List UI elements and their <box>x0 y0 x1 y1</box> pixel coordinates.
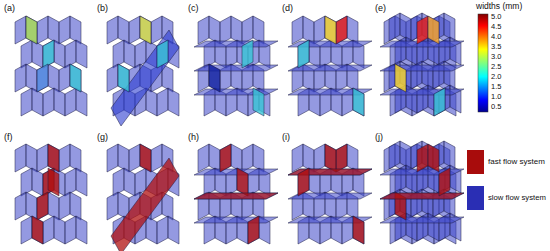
axis-tick-label: 3.5 <box>491 43 501 51</box>
axis-tick-label: 2.5 <box>491 63 501 71</box>
axis-tick-label: 1.5 <box>491 83 501 91</box>
axis-tick-label: 4.0 <box>491 33 501 41</box>
legend-label: slow flow system <box>488 194 546 202</box>
axis-tick-label: 2.0 <box>491 73 501 81</box>
panel-label: (c) <box>188 4 199 13</box>
legend-swatch <box>467 150 484 174</box>
axis-tick-label: 5.0 <box>491 13 501 21</box>
panel-label: (i) <box>282 133 290 142</box>
legend-label: fast flow system <box>488 158 545 166</box>
panel-label: (b) <box>97 4 108 13</box>
axis-tick-label: 3.0 <box>491 53 501 61</box>
panel-label: (a) <box>4 4 15 13</box>
panel-label: (j) <box>375 133 383 142</box>
panel-label: (g) <box>97 133 108 142</box>
axis-tick-label: 1.0 <box>491 93 501 101</box>
colorbar <box>478 14 488 112</box>
legend-swatch <box>467 186 484 210</box>
panel-label: (h) <box>188 133 199 142</box>
panel-label: (f) <box>4 133 13 142</box>
panel-label: (d) <box>282 4 293 13</box>
axis-tick-label: 0.5 <box>491 103 501 111</box>
panel-label: (e) <box>375 4 386 13</box>
colorbar-title: widths (mm) <box>476 2 522 11</box>
axis-tick-label: 4.5 <box>491 23 501 31</box>
